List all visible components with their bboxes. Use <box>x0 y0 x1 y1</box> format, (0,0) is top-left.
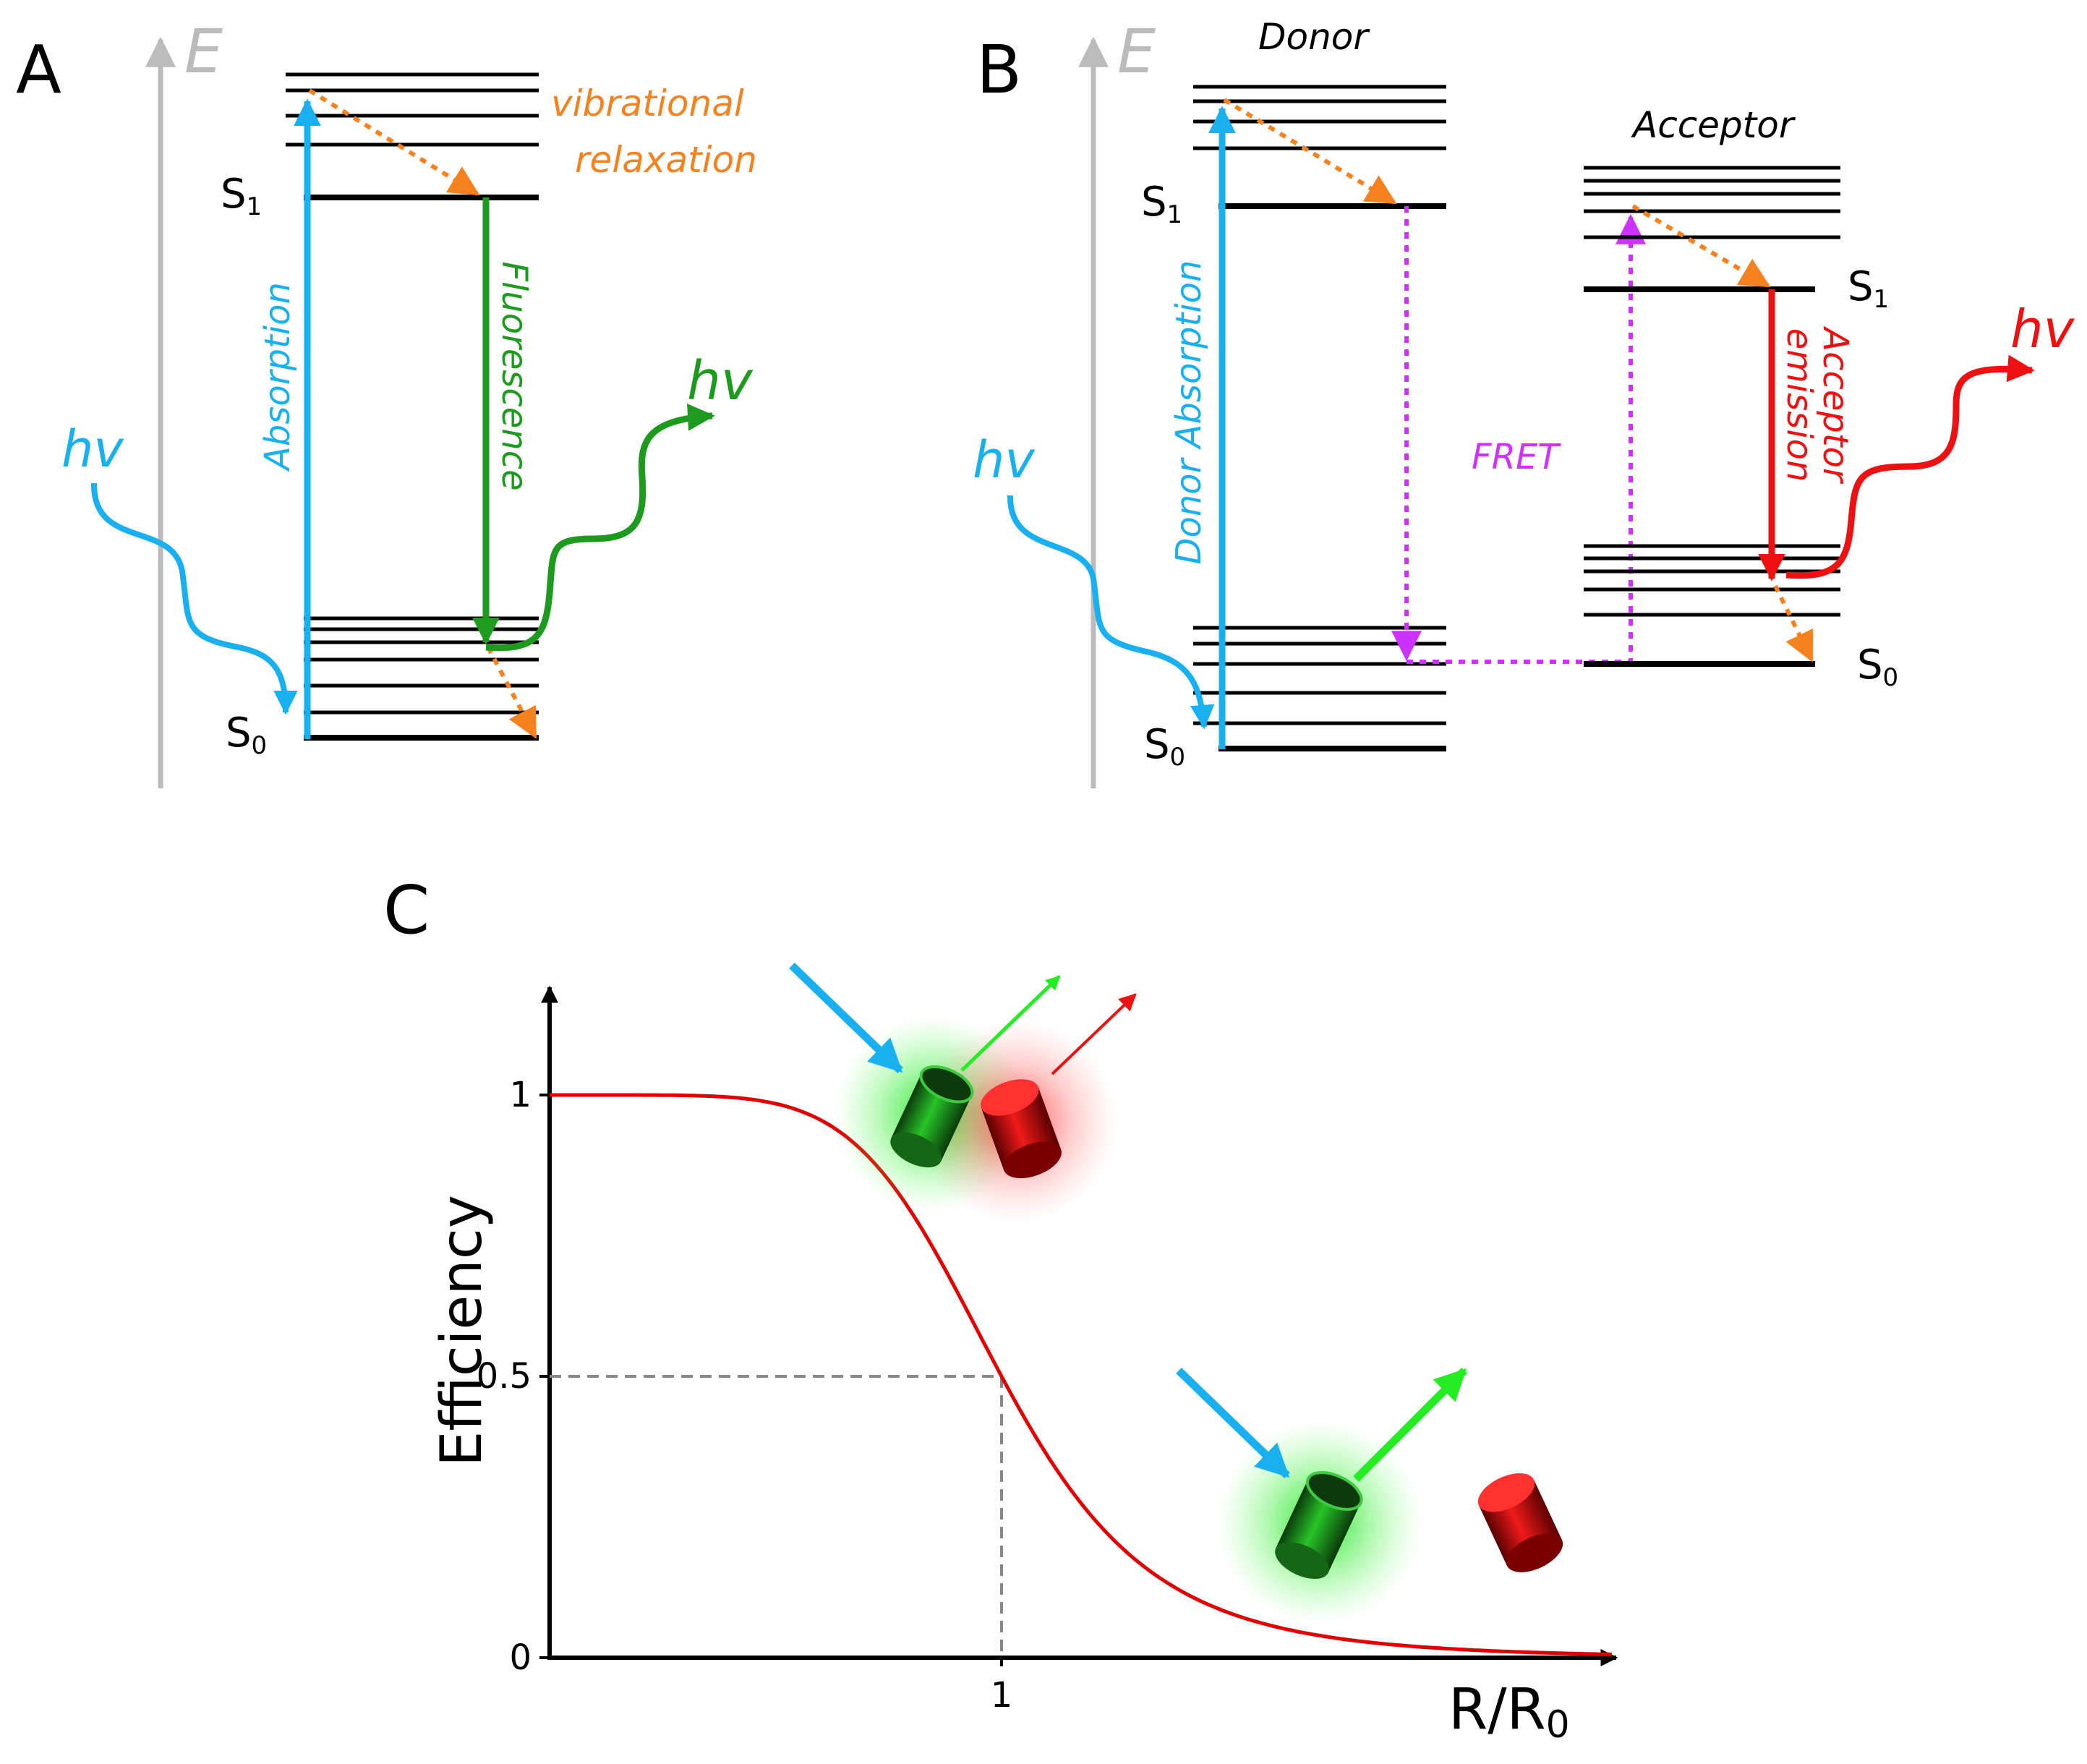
donor-photon-label: hv <box>973 430 1036 490</box>
panel-b: B E Donor S1 S0 Donor Absorption hv FRET <box>973 16 2075 788</box>
efficiency-curve <box>550 1093 1612 1656</box>
acceptor-emission-arrow-close <box>1051 993 1137 1075</box>
s1-vibrational-levels <box>286 72 539 147</box>
acceptor-fluorophore-icon <box>981 1079 1062 1179</box>
panel-a: A E S1 S0 Absorption vibrational relaxat… <box>16 16 757 788</box>
half-efficiency-reference <box>550 1375 1003 1658</box>
energy-axis-label: E <box>1117 16 1156 87</box>
photon-out-label: hv <box>687 350 754 412</box>
donor-emission-arrow-close <box>960 975 1061 1072</box>
donor-s1-vibrational-levels <box>1193 85 1446 150</box>
panel-a-letter: A <box>16 31 61 108</box>
acceptor-s1-label: S1 <box>1848 263 1889 314</box>
y-tick-label: 1 <box>509 1075 532 1115</box>
acceptor-photon-label: hv <box>2010 299 2075 359</box>
acceptor-s0-label: S0 <box>1857 642 1898 692</box>
donor-absorption-label: Donor Absorption <box>1169 260 1209 565</box>
acceptor-emission-label-line1: Acceptor <box>1815 325 1856 485</box>
s0-label: S0 <box>226 710 267 760</box>
fluorescence-label: Fluorescence <box>494 261 534 490</box>
efficiency-chart: Efficiency R/R0 10.50 1 <box>430 985 1618 1747</box>
acceptor-emission-label-line2: emission <box>1779 328 1819 482</box>
y-ticks: 10.50 <box>477 1075 550 1678</box>
s1-label: S1 <box>221 171 262 221</box>
acceptor-photon-wave <box>1785 354 2035 579</box>
acceptor-relaxation-arrow <box>1631 204 1771 288</box>
vibrational-relaxation-arrow <box>308 88 480 196</box>
y-axis-label: Efficiency <box>430 1195 495 1467</box>
acceptor-s0-vibrational-levels <box>1584 544 1840 617</box>
incoming-photon-wave <box>90 482 298 715</box>
donor-s1-label: S1 <box>1141 179 1182 229</box>
excitation-arrow-close <box>789 963 903 1073</box>
donor-photon-wave <box>1007 495 1215 730</box>
panel-b-letter: B <box>976 31 1022 108</box>
absorption-label: Absorption <box>257 282 298 472</box>
excitation-arrow-distant <box>1176 1368 1290 1478</box>
x-tick-label: 1 <box>991 1675 1013 1716</box>
close-fluorophore-pair-illustration <box>789 963 1137 1222</box>
acceptor-s1-vibrational-levels <box>1584 166 1840 239</box>
donor-emission-arrow-distant <box>1353 1368 1467 1482</box>
x-axis-label: R/R0 <box>1448 1677 1570 1747</box>
vibrational-relaxation-label: vibrational relaxation <box>551 82 757 181</box>
donor-label: Donor <box>1258 16 1370 58</box>
panel-c-letter: C <box>383 872 430 949</box>
s0-vibrational-levels <box>304 616 539 715</box>
donor-fluorophore-icon <box>890 1065 974 1168</box>
photon-in-label: hv <box>61 419 124 479</box>
acceptor-label: Acceptor <box>1631 104 1796 146</box>
y-tick-label: 0.5 <box>477 1356 532 1397</box>
x-ticks: 1 <box>991 1658 1013 1716</box>
distant-fluorophore-pair-illustration <box>1176 1368 1563 1624</box>
donor-relaxation-arrow <box>1223 98 1397 205</box>
y-tick-label: 0 <box>509 1637 532 1678</box>
acceptor-fluorophore-icon <box>1477 1473 1563 1572</box>
fret-label: FRET <box>1472 437 1561 477</box>
panel-c: C Efficiency R/R0 10.50 1 <box>383 872 1618 1747</box>
energy-axis-label: E <box>184 16 223 87</box>
donor-s0-label: S0 <box>1144 721 1185 772</box>
emitted-photon-wave <box>485 404 715 652</box>
s0-relaxation-arrow <box>486 646 537 739</box>
acceptor-s0-relaxation-arrow <box>1773 584 1814 662</box>
donor-fluorophore-icon <box>1275 1471 1363 1580</box>
